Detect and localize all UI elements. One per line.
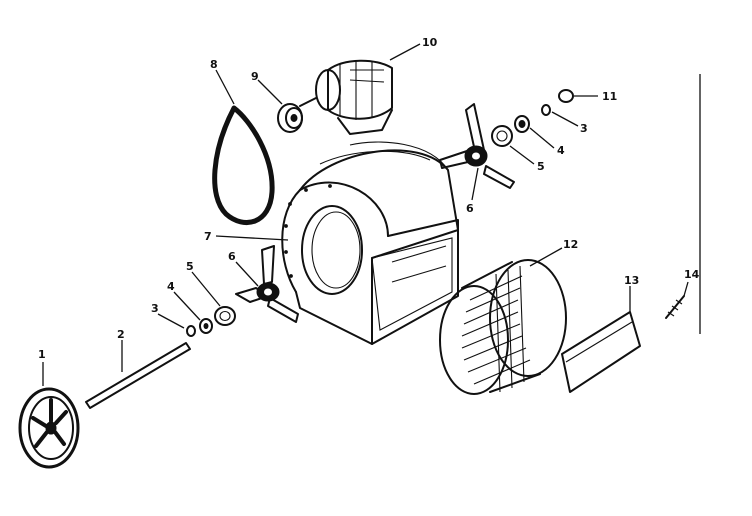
left-bearing	[214, 306, 236, 326]
right-washer	[514, 115, 530, 133]
blower-wheel	[439, 259, 567, 395]
blower-housing	[281, 141, 459, 345]
shaft	[85, 342, 191, 409]
callout-5-right: 5	[537, 160, 545, 173]
callout-14: 14	[684, 268, 700, 281]
callout-1: 1	[38, 348, 46, 361]
callout-11: 11	[602, 90, 617, 103]
callout-2: 2	[117, 328, 125, 341]
callout-labels: 1 2 3 4 5 6 7 8 9 10 11 3 4 5 6 12 13 14	[38, 36, 700, 361]
left-shaft-collar	[186, 325, 196, 337]
callout-13: 13	[624, 274, 639, 287]
callout-5-left: 5	[186, 260, 194, 273]
callout-4-right: 4	[557, 144, 565, 157]
callout-8: 8	[210, 58, 218, 71]
leader-lines	[42, 43, 701, 386]
callout-6-left: 6	[228, 250, 236, 263]
callout-3-right: 3	[580, 122, 588, 135]
callout-7: 7	[204, 230, 212, 243]
cutoff-plate	[561, 311, 641, 393]
right-nut	[558, 89, 574, 103]
callout-4-left: 4	[167, 280, 175, 293]
callout-6-right: 6	[466, 202, 474, 215]
motor	[299, 59, 393, 135]
v-belt	[212, 105, 275, 225]
screw	[665, 295, 685, 319]
callout-12: 12	[563, 238, 578, 251]
right-shaft-collar	[541, 104, 551, 116]
drive-pulley	[18, 387, 80, 469]
left-washer	[199, 318, 213, 334]
callout-3-left: 3	[151, 302, 159, 315]
callout-9: 9	[251, 70, 259, 83]
motor-pulley	[277, 103, 303, 133]
left-bearing-bracket	[235, 245, 299, 323]
callout-10: 10	[422, 36, 438, 49]
right-bearing	[491, 125, 513, 147]
right-bearing-bracket	[439, 103, 515, 189]
